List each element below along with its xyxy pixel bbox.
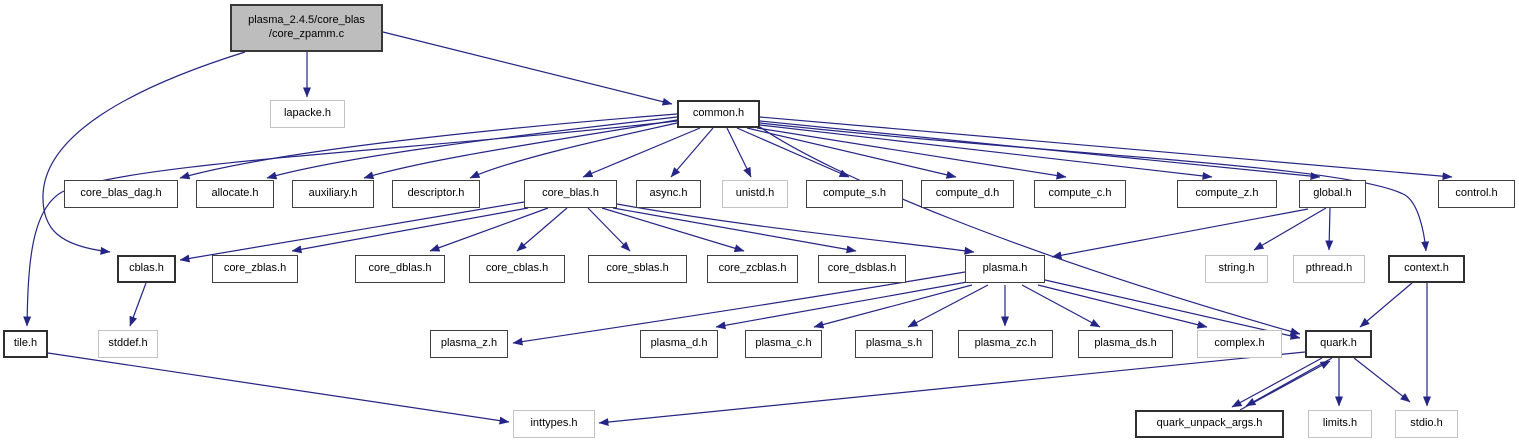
node-core-sblas-h[interactable]: core_sblas.h (588, 255, 687, 283)
edge-common-h-to-compute-z-h (759, 124, 1213, 180)
edge-plasma-h-to-plasma-z-h (512, 271, 966, 346)
edge-core-blas-h-to-core-dblas-h (429, 207, 549, 252)
edge-cblas-h-to-stddef-h (129, 282, 147, 327)
edge-quark-h-to-inttypes-h (598, 351, 1306, 427)
node-core-dsblas-h[interactable]: core_dsblas.h (818, 255, 906, 283)
node-stddef-h: stddef.h (98, 330, 158, 358)
node-control-h[interactable]: control.h (1438, 180, 1515, 208)
node-inttypes-h: inttypes.h (513, 410, 595, 438)
node-core-zblas-h[interactable]: core_zblas.h (212, 255, 298, 283)
node-limits-h: limits.h (1308, 410, 1372, 438)
edge-plasma-h-to-plasma-d-h (715, 281, 968, 330)
edge-common-h-to-context-h (759, 122, 1430, 252)
edge-plasma-h-to-complex-h (1037, 284, 1208, 329)
node-string-h: string.h (1205, 255, 1268, 283)
node-core-zpamm-c: plasma_2.4.5/core_blas /core_zpamm.c (230, 4, 383, 52)
edge-global-h-to-string-h (1253, 207, 1327, 251)
node-stdio-h: stdio.h (1395, 410, 1458, 438)
edge-context-h-to-quark-h (1359, 282, 1413, 328)
node-core-dblas-h[interactable]: core_dblas.h (355, 255, 445, 283)
node-unistd-h: unistd.h (722, 180, 788, 208)
node-descriptor-h[interactable]: descriptor.h (392, 180, 480, 208)
node-plasma-z-h[interactable]: plasma_z.h (430, 330, 508, 358)
edge-quark-h-to-stdio-h (1353, 357, 1411, 403)
edge-common-h-to-core-blas-h (582, 127, 701, 178)
edge-global-h-to-plasma-h (1051, 208, 1309, 260)
node-cblas-h[interactable]: cblas.h (117, 255, 176, 283)
edge-plasma-h-to-quark-h (1044, 279, 1301, 340)
node-pthread-h: pthread.h (1293, 255, 1365, 283)
node-global-h[interactable]: global.h (1299, 180, 1366, 208)
node-common-h[interactable]: common.h (677, 100, 760, 128)
edge-common-h-to-auxiliary-h (363, 119, 678, 180)
node-plasma-d-h[interactable]: plasma_d.h (640, 330, 718, 358)
edge-common-h-to-descriptor-h (469, 122, 678, 179)
edge-common-h-to-tile-h (23, 120, 678, 327)
edge-core-blas-h-to-plasma-h (616, 203, 975, 255)
node-core-cblas-h[interactable]: core_cblas.h (469, 255, 565, 283)
node-compute-z-h[interactable]: compute_z.h (1177, 180, 1277, 208)
edge-plasma-h-to-plasma-c-h (813, 284, 973, 329)
edge-common-h-to-compute-s-h (736, 127, 850, 178)
node-plasma-zc-h[interactable]: plasma_zc.h (958, 330, 1053, 358)
node-compute-c-h[interactable]: compute_c.h (1034, 180, 1126, 208)
edge-core-zpamm-c-to-cblas-h (42, 51, 246, 255)
node-compute-d-h[interactable]: compute_d.h (921, 180, 1014, 208)
edge-core-blas-h-to-core-dsblas-h (612, 207, 857, 254)
edge-global-h-to-pthread-h (1325, 207, 1334, 251)
edge-tile-h-to-inttypes-h (47, 352, 510, 425)
edge-plasma-h-to-plasma-s-h (907, 284, 989, 328)
edge-common-h-to-core-blas-dag-h (179, 113, 678, 180)
node-lapacke-h: lapacke.h (270, 100, 345, 128)
node-plasma-c-h[interactable]: plasma_c.h (745, 330, 822, 358)
edge-quark-h-to-quark-unpack-args-h (1231, 357, 1323, 408)
node-plasma-h[interactable]: plasma.h (965, 255, 1045, 283)
edge-common-h-to-compute-c-h (756, 127, 1067, 180)
node-allocate-h[interactable]: allocate.h (196, 180, 274, 208)
node-complex-h: complex.h (1197, 330, 1282, 358)
node-tile-h[interactable]: tile.h (3, 330, 48, 358)
edge-common-h-to-unistd-h (726, 127, 752, 178)
node-core-blas-h[interactable]: core_blas.h (524, 180, 617, 208)
edge-quark-h-to-quark-unpack-args-h (1245, 357, 1333, 407)
node-compute-s-h[interactable]: compute_s.h (806, 180, 903, 208)
node-async-h[interactable]: async.h (636, 180, 701, 208)
node-quark-h[interactable]: quark.h (1305, 330, 1372, 358)
edge-quark-unpack-args-h-to-quark-h (1239, 360, 1331, 411)
edge-core-zpamm-c-to-common-h (382, 31, 673, 106)
edge-common-h-to-quark-h (759, 126, 1301, 336)
node-context-h[interactable]: context.h (1388, 255, 1465, 283)
node-plasma-s-h[interactable]: plasma_s.h (855, 330, 933, 358)
node-plasma-ds-h[interactable]: plasma_ds.h (1078, 330, 1173, 358)
edge-core-blas-h-to-core-cblas-h (516, 207, 568, 252)
edge-common-h-to-compute-d-h (746, 127, 957, 179)
edge-common-h-to-allocate-h (266, 116, 678, 180)
node-core-blas-dag-h[interactable]: core_blas_dag.h (64, 180, 178, 208)
edge-core-blas-h-to-core-zcblas-h (601, 207, 745, 253)
edge-core-blas-h-to-cblas-h (179, 201, 525, 263)
edge-core-blas-h-to-core-sblas-h (587, 207, 631, 252)
edge-core-blas-h-to-core-zblas-h (291, 207, 529, 254)
edge-common-h-to-control-h (759, 116, 1453, 181)
edge-plasma-h-to-plasma-ds-h (1021, 284, 1101, 328)
node-quark-unpack-args-h[interactable]: quark_unpack_args.h (1135, 410, 1284, 438)
node-core-zcblas-h[interactable]: core_zcblas.h (707, 255, 798, 283)
node-auxiliary-h[interactable]: auxiliary.h (292, 180, 374, 208)
edge-common-h-to-async-h (670, 127, 714, 178)
